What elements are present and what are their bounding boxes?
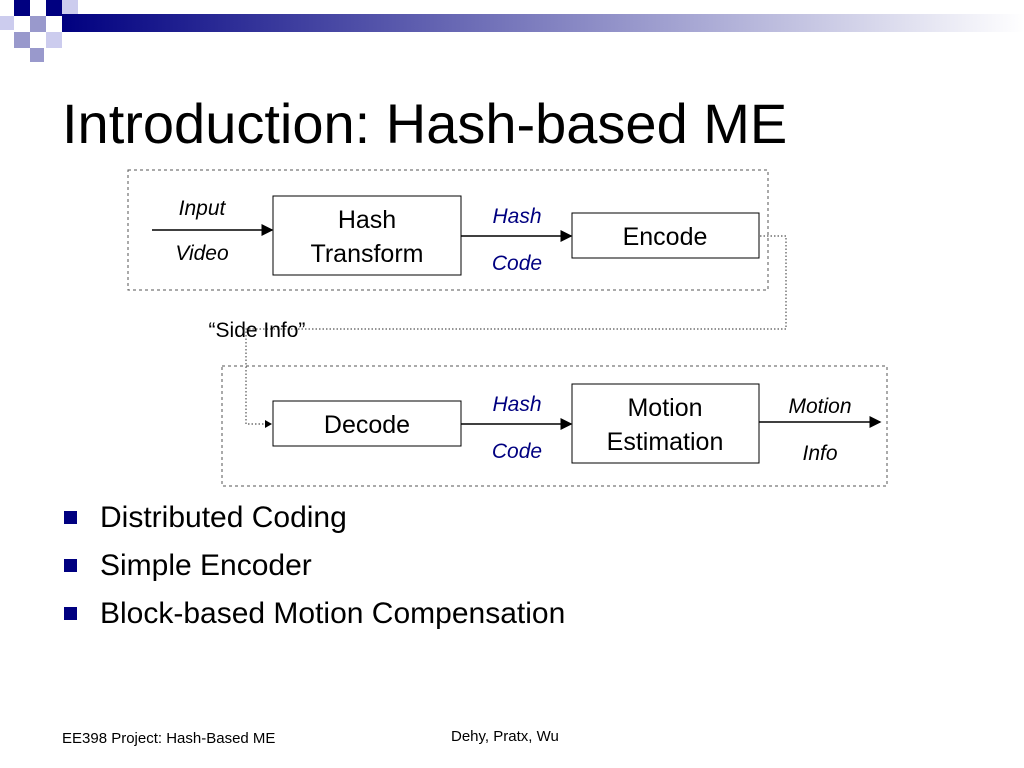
hash-transform-line2: Transform [311, 240, 424, 268]
encoder-hash-label: Hash [492, 205, 541, 228]
encode-label: Encode [623, 223, 708, 251]
footer-project: EE398 Project: Hash-Based ME [62, 730, 276, 747]
footer-authors: Dehy, Pratx, Wu [451, 728, 559, 745]
square-bullet-icon [64, 511, 77, 524]
decode-box [272, 400, 462, 447]
decoder-code-label: Code [492, 440, 542, 463]
side-info-path [245, 235, 787, 425]
bullet-list: Distributed Coding Simple Encoder Block-… [62, 494, 565, 638]
encoder-dashed-group [127, 169, 769, 291]
bullet-item: Distributed Coding [62, 494, 565, 542]
motion-estimation-line1: Motion [627, 394, 702, 422]
decoder-hash-label: Hash [492, 393, 541, 416]
side-info-label: “Side Info” [209, 319, 306, 342]
square-bullet-icon [64, 607, 77, 620]
video-label: Video [175, 242, 229, 265]
motion-estimation-line2: Estimation [607, 428, 724, 456]
motion-estimation-box [571, 383, 760, 464]
bullet-item: Block-based Motion Compensation [62, 590, 565, 638]
encode-box [571, 212, 760, 259]
header-decoration [0, 0, 1024, 62]
info-label: Info [802, 442, 837, 465]
bullet-text: Distributed Coding [100, 501, 347, 534]
bullet-text: Block-based Motion Compensation [100, 597, 566, 630]
slide-title: Introduction: Hash-based ME [62, 92, 788, 155]
decode-label: Decode [324, 411, 410, 439]
bullet-text: Simple Encoder [100, 549, 312, 582]
input-label: Input [179, 197, 227, 220]
hash-transform-box [272, 195, 462, 276]
encoder-code-label: Code [492, 252, 542, 275]
decoder-dashed-group [221, 365, 888, 487]
hash-transform-line1: Hash [338, 206, 396, 234]
square-bullet-icon [64, 559, 77, 572]
motion-label: Motion [788, 395, 851, 418]
bullet-item: Simple Encoder [62, 542, 565, 590]
